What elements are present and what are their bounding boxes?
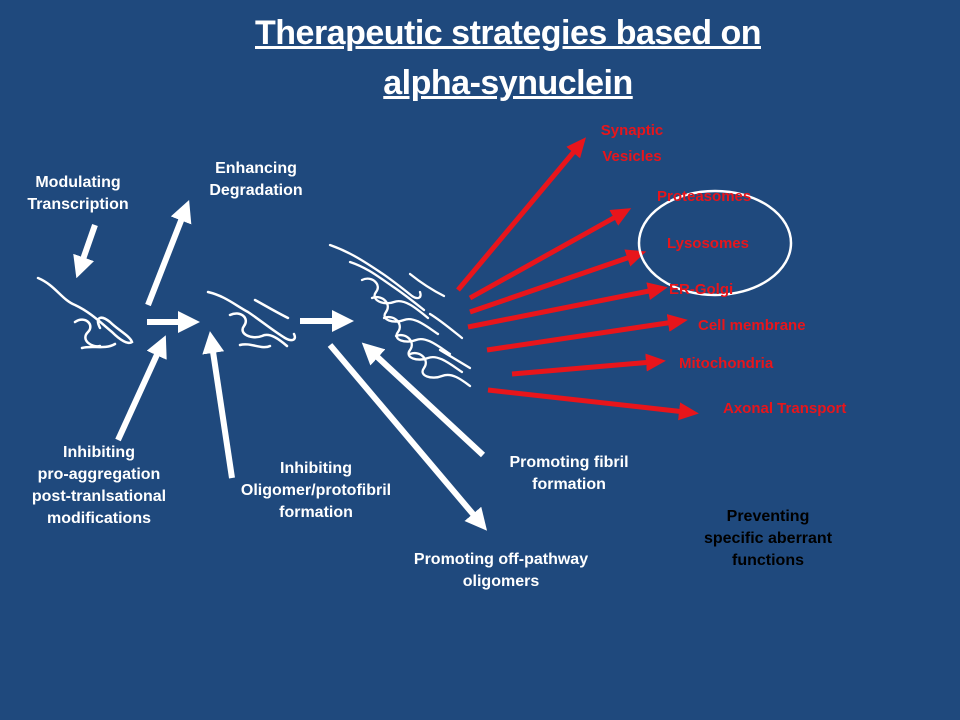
title-line-2: alpha-synuclein <box>383 64 633 102</box>
label-promoting-off-pathway: Promoting off-pathway oligomers <box>413 551 589 590</box>
label-er-golgi: ER-Golgi <box>669 281 734 298</box>
arrow-axonal-transport <box>487 387 699 421</box>
arrow-transcription <box>73 224 98 279</box>
label-proteasomes: Proteasomes <box>657 188 752 205</box>
label-axonal-transport: Axonal Transport <box>723 400 847 417</box>
fibril-squiggle <box>328 243 472 388</box>
label-cell-membrane: Cell membrane <box>698 317 806 334</box>
label-inhibiting-ptm: Inhibiting pro-aggregation post-tranlsat… <box>31 444 167 527</box>
arrow-promoting-fibril <box>361 342 486 458</box>
arrow-inhibiting-oligomer <box>202 331 235 479</box>
arrow-synaptic-vesicles <box>456 137 586 292</box>
label-modulating-transcription: Modulating Transcription <box>27 174 129 213</box>
arrow-inhibiting-ptm <box>115 335 167 442</box>
oligomer-squiggle <box>206 290 297 349</box>
label-preventing-functions: Preventing specific aberrant functions <box>703 508 833 569</box>
arrow-off-pathway <box>327 343 488 531</box>
arrow-proteasomes <box>468 208 632 301</box>
arrow-degradation <box>145 199 192 307</box>
arrow-lysosomes <box>469 249 647 315</box>
label-mitochondria: Mitochondria <box>679 355 774 372</box>
title-line-1: Therapeutic strategies based on <box>255 14 762 52</box>
degradation-oval <box>637 189 793 297</box>
arrow-cell-membrane <box>486 313 688 353</box>
label-synaptic-vesicles: Synaptic Vesicles <box>600 122 664 165</box>
arrow-mitochondria <box>511 353 666 377</box>
label-promoting-fibril: Promoting fibril formation <box>509 454 629 493</box>
label-enhancing-degradation: Enhancing Degradation <box>209 160 303 199</box>
monomer-squiggle <box>36 276 134 350</box>
arrow-er-golgi <box>467 282 668 330</box>
label-lysosomes: Lysosomes <box>667 235 749 252</box>
label-inhibiting-oligomer: Inhibiting Oligomer/protofibril formatio… <box>240 460 392 521</box>
